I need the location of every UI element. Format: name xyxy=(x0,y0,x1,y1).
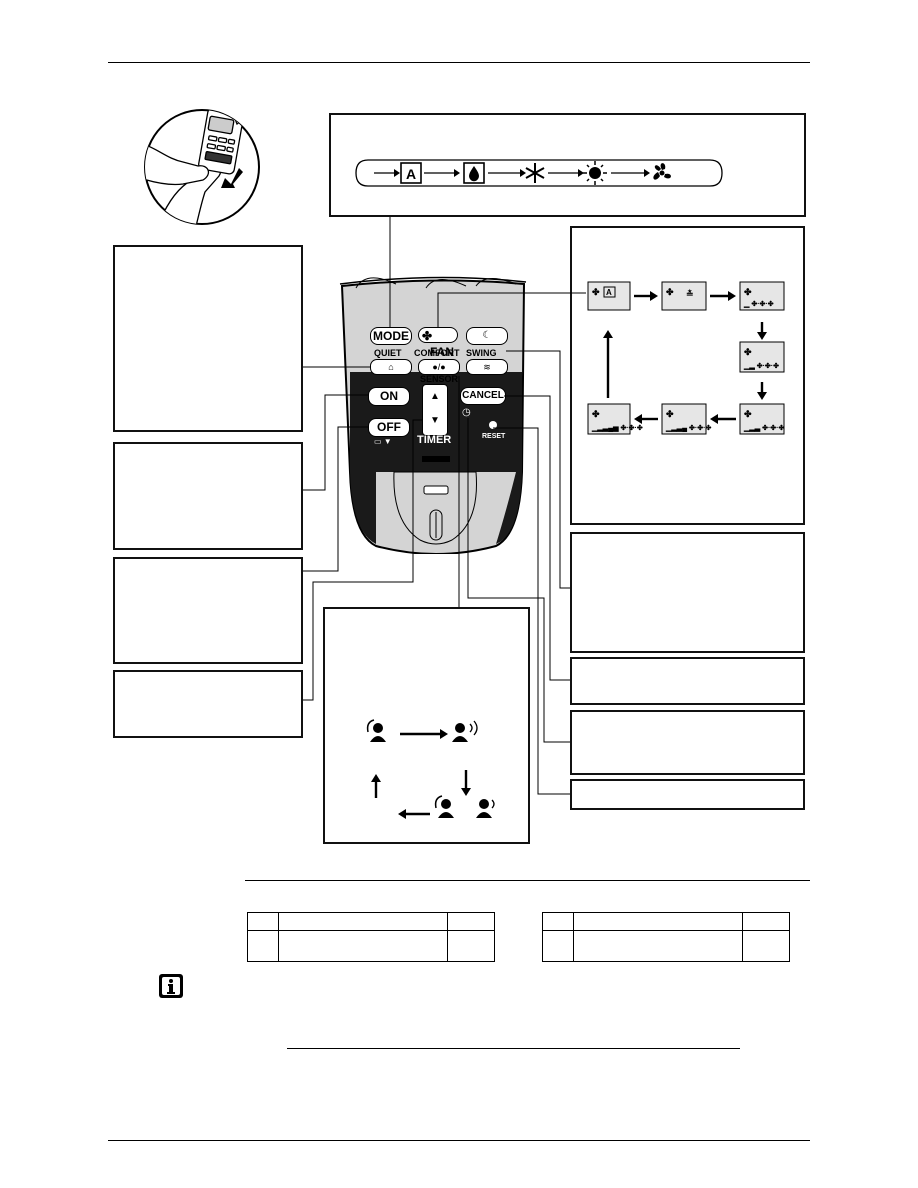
auto-mode-icon: A xyxy=(400,162,422,184)
section-rule xyxy=(245,880,810,881)
down-arrow-icon: ▼ xyxy=(430,415,440,426)
comfort-mode-icon xyxy=(366,719,386,742)
table-cell xyxy=(573,912,743,931)
bottom-rule xyxy=(108,1140,810,1141)
on-button[interactable]: ON xyxy=(368,387,410,406)
swing-label: SWING xyxy=(466,348,497,358)
svg-text:✤: ✤ xyxy=(592,409,600,419)
comfort-label: COMFORT xyxy=(414,348,460,358)
battery-icon: ▭ ▼ xyxy=(374,437,392,446)
svg-text:≛: ≛ xyxy=(686,288,694,299)
sleep-icon: ☾ xyxy=(482,330,492,341)
comfort-sensor-button[interactable]: ●/● xyxy=(418,359,460,375)
swing-button[interactable]: ≋ xyxy=(466,359,508,375)
svg-text:A: A xyxy=(606,288,612,297)
text-underline xyxy=(287,1048,740,1049)
timer-up-down-button[interactable]: ▲▼ xyxy=(422,384,448,436)
sensor-label: SENSOR xyxy=(420,374,459,384)
off-button[interactable]: OFF xyxy=(368,418,410,437)
quiet-callout-box xyxy=(113,245,303,432)
svg-text:▁ ✤·✤·✤: ▁ ✤·✤·✤ xyxy=(743,300,774,308)
fan-mode-icon xyxy=(653,163,671,180)
swing-icon: ≋ xyxy=(483,362,491,372)
quiet-icon: ⌂ xyxy=(388,362,394,372)
clock-callout-box xyxy=(570,710,805,775)
fan-button-label: FAN xyxy=(430,345,454,359)
heat-mode-icon xyxy=(583,161,607,185)
info-icon xyxy=(159,974,183,998)
table-cell xyxy=(542,912,574,931)
timer-callout-box xyxy=(113,670,303,738)
fan-speed-cycle-diagram: ✤ A ✤ ≛ ✤ ▁ ✤·✤·✤ ✤ ▁▂ ✤·✤·✤ ✤ ▁▂▃ ✤·✤·✤ ✤ ▁▂▃… xyxy=(587,281,785,435)
svg-text:▁▂ ✤·✤·✤: ▁▂ ✤·✤·✤ xyxy=(743,362,779,370)
table-cell xyxy=(742,912,790,931)
timer-label: TIMER xyxy=(417,434,452,446)
mode-cycle-diagram: A xyxy=(355,159,723,187)
svg-text:A: A xyxy=(406,166,416,182)
mode-callout-box xyxy=(329,113,806,217)
comfort-sensor-icon: ●/● xyxy=(432,362,446,372)
table-cell xyxy=(247,912,279,931)
cool-mode-icon xyxy=(525,163,545,183)
table-cell xyxy=(742,930,790,962)
comfort-sensor-callout-box xyxy=(323,607,530,844)
svg-text:▁▂▃▄ ✤·✤·✤: ▁▂▃▄ ✤·✤·✤ xyxy=(665,424,711,433)
dry-mode-icon xyxy=(463,162,485,184)
table-cell xyxy=(278,930,448,962)
cancel-callout-box xyxy=(570,657,805,705)
svg-text:✤: ✤ xyxy=(666,287,674,297)
svg-text:▁▂▃ ✤·✤·✤: ▁▂▃ ✤·✤·✤ xyxy=(743,424,784,432)
swing-callout-box xyxy=(570,532,805,653)
reset-callout-box xyxy=(570,779,805,810)
quiet-button[interactable]: ⌂ xyxy=(370,359,412,375)
svg-text:▁▂▃▄▅ ✤·✤·✤: ▁▂▃▄▅ ✤·✤·✤ xyxy=(591,424,643,433)
svg-text:✤: ✤ xyxy=(744,347,752,357)
table-cell xyxy=(447,912,495,931)
table-right xyxy=(542,912,790,962)
clock-button[interactable]: ◷ xyxy=(462,407,474,419)
table-left xyxy=(247,912,495,962)
mode-button[interactable]: MODE xyxy=(370,327,412,345)
svg-text:✤: ✤ xyxy=(592,287,600,297)
clock-icon: ◷ xyxy=(462,407,471,418)
table-cell xyxy=(573,930,743,962)
fan-button[interactable]: ✤ FAN xyxy=(418,327,458,359)
sleep-button[interactable]: ☾ xyxy=(466,327,508,345)
top-rule xyxy=(108,62,810,63)
reset-label: RESET xyxy=(482,433,506,440)
up-arrow-icon: ▲ xyxy=(430,391,440,402)
hand-pressing-remote-icon xyxy=(144,109,260,225)
sensor-mode-icon xyxy=(452,720,478,742)
table-cell xyxy=(278,912,448,931)
table-cell xyxy=(247,930,279,962)
reset-button[interactable] xyxy=(489,421,497,429)
comfort-sensor-cycle-diagram xyxy=(366,719,495,819)
svg-text:✤: ✤ xyxy=(744,287,752,297)
quiet-label: QUIET xyxy=(374,348,402,358)
off-callout-box xyxy=(113,557,303,664)
table-cell xyxy=(447,930,495,962)
table-cell xyxy=(542,930,574,962)
on-callout-box xyxy=(113,442,303,550)
svg-text:✤: ✤ xyxy=(744,409,752,419)
svg-text:✤: ✤ xyxy=(666,409,674,419)
fan-icon: ✤ xyxy=(422,329,433,343)
